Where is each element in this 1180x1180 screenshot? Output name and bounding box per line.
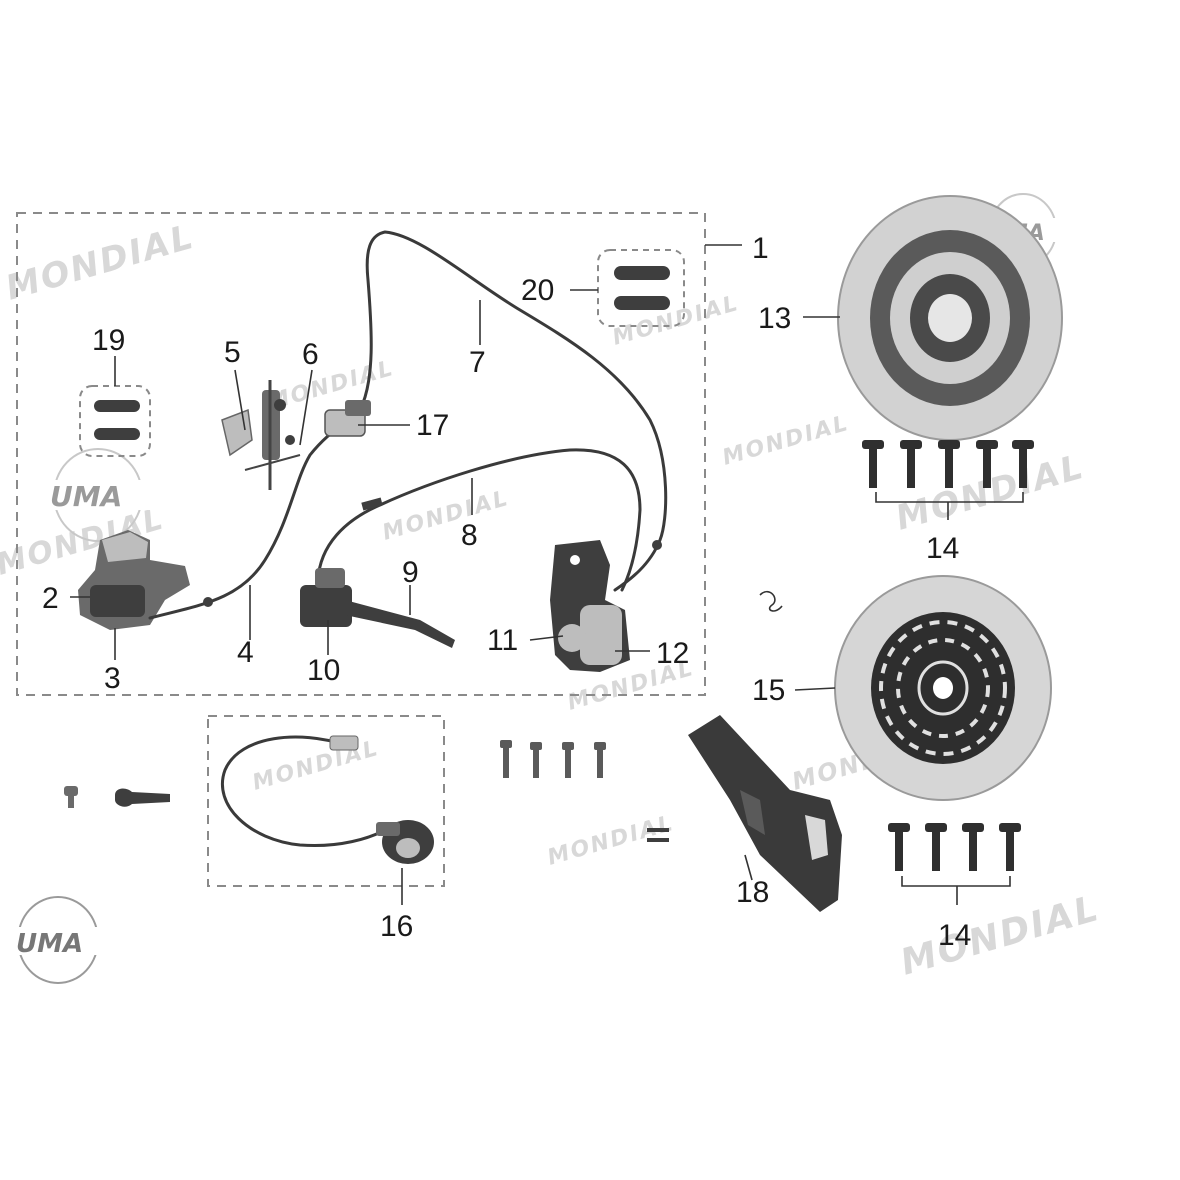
speedometer-cable-group-box	[207, 715, 445, 887]
disc-bolts-lower	[888, 823, 1021, 905]
callout-19: 19	[92, 324, 125, 357]
callout-12: 12	[656, 637, 689, 670]
brake-switch-assembly	[221, 380, 301, 490]
callout-13: 13	[758, 302, 791, 335]
brake-system-group-box	[16, 212, 706, 696]
uma-logo: UMA	[10, 896, 108, 984]
callout-6: 6	[302, 338, 319, 371]
callout-20: 20	[521, 274, 554, 307]
leader-lines	[70, 244, 840, 905]
chain-guard	[688, 715, 842, 912]
watermark-text: MONDIAL	[896, 888, 1104, 984]
callout-17: 17	[416, 409, 449, 442]
logo-text: UMA	[16, 929, 83, 959]
callout-1: 1	[752, 232, 769, 265]
callout-3: 3	[104, 662, 121, 695]
callout-14-lower: 14	[938, 919, 971, 952]
brake-hose-7	[358, 230, 668, 592]
callout-15: 15	[752, 674, 785, 707]
brake-disc-13	[837, 195, 1063, 441]
hose-fitting-17	[324, 400, 371, 437]
front-master-cylinder	[300, 568, 455, 648]
pad-set-20-box	[597, 249, 685, 327]
uma-logo: UMA	[40, 448, 156, 542]
callout-4: 4	[237, 636, 254, 669]
watermark-text: MONDIAL	[720, 411, 852, 471]
callout-10: 10	[307, 654, 340, 687]
front-brake-caliper	[550, 540, 630, 672]
spring-clip	[759, 590, 783, 612]
brake-hose-8	[316, 448, 642, 592]
callout-7: 7	[469, 346, 486, 379]
brake-pads-19	[94, 400, 140, 440]
callout-8: 8	[461, 519, 478, 552]
pad-set-19-box	[79, 385, 151, 457]
callout-5: 5	[224, 336, 241, 369]
callout-labels: 1 2 3 4 5 6 7 8 9 10 11 12 13 14 14 15 1…	[42, 232, 971, 952]
small-bolt-and-clip	[64, 786, 170, 808]
speedometer-cable	[221, 735, 434, 864]
logo-text: UMA	[50, 480, 122, 513]
rear-brake-caliper	[78, 530, 190, 630]
spacer-washers	[647, 828, 669, 842]
watermark-text: MONDIAL	[250, 736, 382, 796]
callout-2: 2	[42, 582, 59, 615]
mounting-screws	[500, 740, 606, 778]
callout-14-upper: 14	[926, 532, 959, 565]
callout-9: 9	[402, 556, 419, 589]
callout-16: 16	[380, 910, 413, 943]
watermark-text: MONDIAL	[1, 217, 199, 309]
callout-18: 18	[736, 876, 769, 909]
brake-disc-15	[834, 575, 1052, 801]
brake-pads-20	[614, 266, 670, 310]
callout-11: 11	[487, 624, 518, 657]
disc-bolts-upper	[862, 440, 1034, 520]
